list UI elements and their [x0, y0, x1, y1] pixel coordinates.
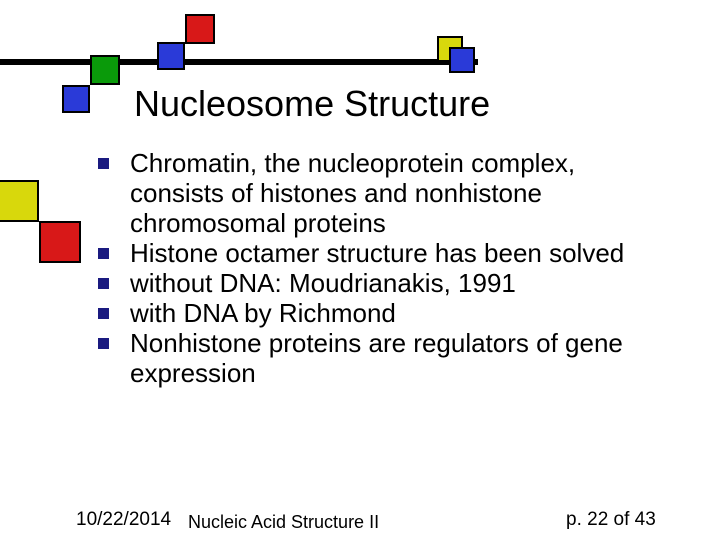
slide-title: Nucleosome Structure	[134, 83, 491, 124]
blue-square-right	[449, 47, 475, 73]
list-item: Chromatin, the nucleoprotein complex, co…	[98, 148, 638, 238]
square-bullet-icon	[98, 158, 109, 169]
square-bullet-icon	[98, 248, 109, 259]
list-item: without DNA: Moudrianakis, 1991	[98, 268, 638, 298]
list-item-text: without DNA: Moudrianakis, 1991	[130, 268, 516, 298]
square-bullet-icon	[98, 308, 109, 319]
blue-square-left	[62, 85, 90, 113]
list-item-text: Nonhistone proteins are regulators of ge…	[130, 328, 623, 388]
list-item-text: with DNA by Richmond	[130, 298, 396, 328]
list-item-text: Chromatin, the nucleoprotein complex, co…	[130, 148, 576, 238]
list-item: Nonhistone proteins are regulators of ge…	[98, 328, 638, 388]
bullet-list: Chromatin, the nucleoprotein complex, co…	[98, 148, 638, 388]
green-square	[90, 55, 120, 85]
yellow-square-side	[0, 180, 39, 222]
footer-page-number: p. 22 of 43	[566, 509, 656, 530]
red-square-side	[39, 221, 81, 263]
top-rule	[0, 59, 478, 65]
red-square-top	[185, 14, 215, 44]
square-bullet-icon	[98, 338, 109, 349]
footer-date: 10/22/2014	[76, 509, 172, 530]
list-item: with DNA by Richmond	[98, 298, 638, 328]
list-item: Histone octamer structure has been solve…	[98, 238, 638, 268]
square-bullet-icon	[98, 278, 109, 289]
list-item-text: Histone octamer structure has been solve…	[130, 238, 625, 268]
blue-square-top	[157, 42, 185, 70]
footer-title: Nucleic Acid Structure II	[188, 512, 380, 532]
